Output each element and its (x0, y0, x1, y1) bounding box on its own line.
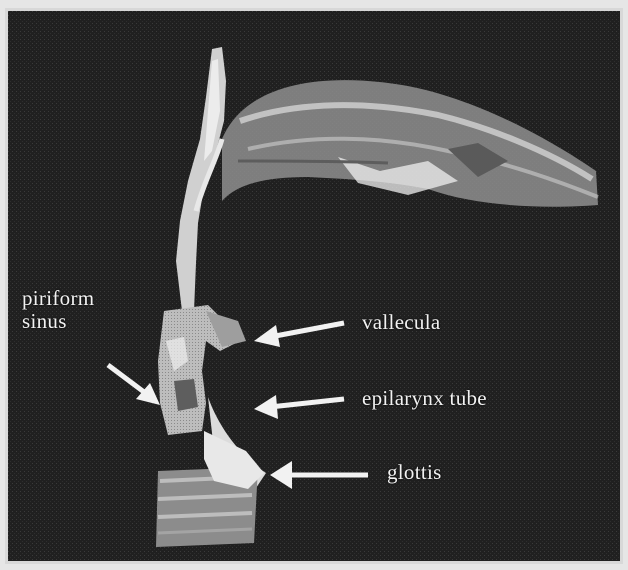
vocal-tract-scan-image (8, 11, 620, 561)
label-vallecula: vallecula (362, 311, 441, 334)
label-epilarynx-tube: epilarynx tube (362, 387, 487, 410)
label-piriform-sinus: piriform sinus (22, 287, 94, 333)
label-glottis: glottis (387, 461, 442, 484)
vocal-tract-figure: piriform sinus vallecula epilarynx tube … (5, 8, 623, 564)
